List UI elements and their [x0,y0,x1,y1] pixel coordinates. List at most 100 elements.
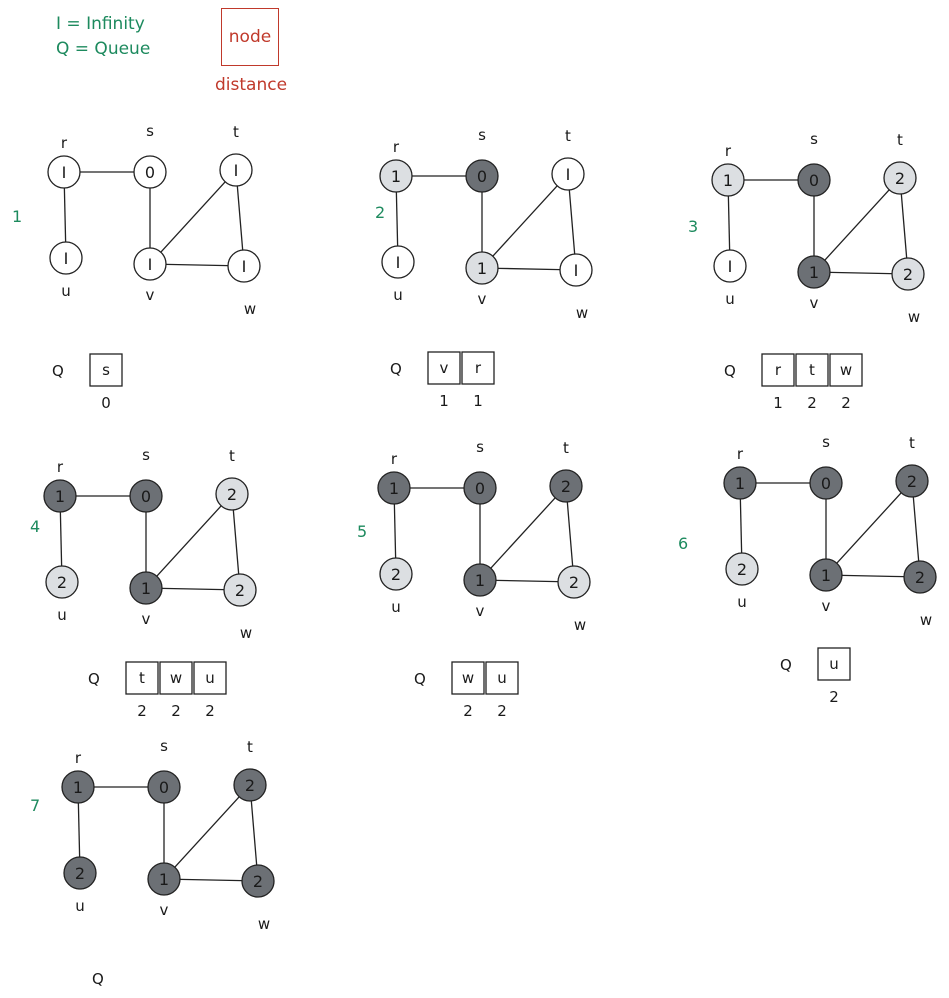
node-u-name: u [725,290,735,308]
queue-item-name: u [829,655,839,673]
edge-t-v [174,796,240,868]
node-r [723,466,757,500]
node-s-name: s [476,438,484,456]
node-r-name: r [393,138,400,156]
node-t [215,477,249,511]
node-u-distance: 2 [737,560,747,579]
node-t [883,161,917,195]
step-number: 5 [357,522,367,541]
node-t-name: t [909,434,915,452]
queue-label: Q [88,670,100,688]
node-s-distance: 0 [159,778,169,797]
edge-r-u [393,503,397,559]
edge-t-v [836,492,902,564]
node-w [559,253,593,287]
node-u-name: u [393,286,403,304]
node-s-distance: 0 [809,171,819,190]
node-w-distance: 2 [903,265,913,284]
node-t [233,768,267,802]
queue-item-distance: 0 [101,394,111,412]
edge-t-v [160,181,226,253]
node-r [379,159,413,193]
node-s-name: s [146,122,154,140]
queue-item-distance: 1 [773,394,783,412]
queue-box-u [817,647,851,681]
node-v-distance: I [148,255,153,274]
node-r-name: r [737,445,744,463]
node-u [379,557,413,591]
edge-r-u [739,498,743,554]
node-v [465,251,499,285]
edge-t-w [250,800,258,866]
node-v-distance: 1 [477,259,487,278]
edge-r-u [727,195,731,251]
node-w-distance: 2 [235,581,245,600]
node-w-distance: I [574,261,579,280]
node-v-distance: 1 [159,870,169,889]
node-s-name: s [142,446,150,464]
node-s-distance: 0 [475,479,485,498]
node-s [809,466,843,500]
node-t-distance: I [566,165,571,184]
legend-infinity-text: I = Infinity [56,14,145,34]
node-w [903,560,937,594]
node-r [377,471,411,505]
node-s [465,159,499,193]
legend: I = Infinity Q = Queue node distance [50,8,310,103]
node-r [47,155,81,189]
node-w-distance: 2 [915,568,925,587]
queue-box-t [795,353,829,387]
legend-distance-caption: distance [215,75,288,95]
node-r [43,479,77,513]
step-number: 4 [30,517,40,536]
node-t-name: t [229,447,235,465]
edge-t-w [566,501,574,567]
node-w-name: w [908,308,920,326]
node-s-distance: 0 [141,487,151,506]
queue-item-distance: 2 [137,702,147,720]
queue-box-u [193,661,227,695]
node-t-distance: 2 [907,472,917,491]
node-w-name: w [258,915,270,933]
node-v [809,558,843,592]
node-u-distance: I [728,257,733,276]
node-r-distance: 1 [723,171,733,190]
step-number: 6 [678,534,688,553]
queue-label: Q [780,656,792,674]
node-t-name: t [565,127,571,145]
node-v [797,255,831,289]
node-v-distance: 1 [475,571,485,590]
node-s-distance: 0 [477,167,487,186]
node-v-name: v [476,602,485,620]
edge-v-w [841,574,905,578]
node-r-name: r [725,142,732,160]
node-t [895,464,929,498]
queue-box-w [451,661,485,695]
node-s-distance: 0 [145,163,155,182]
edge-t-w [236,185,244,251]
node-v-name: v [478,290,487,308]
node-v [129,571,163,605]
node-u [45,565,79,599]
node-r-distance: 1 [55,487,65,506]
node-w-distance: I [242,257,247,276]
queue-box-r [761,353,795,387]
queue-label: Q [52,362,64,380]
queue-item-distance: 2 [497,702,507,720]
queue-box-w [829,353,863,387]
edge-v-w [179,878,243,882]
legend-node-box: node [221,8,279,66]
node-w [891,257,925,291]
queue-label: Q [92,970,104,988]
edge-t-v [492,185,558,257]
node-v-distance: 1 [809,263,819,282]
node-v-distance: 1 [821,566,831,585]
node-u-name: u [737,593,747,611]
edge-v-w [495,579,559,583]
node-u-name: u [391,598,401,616]
